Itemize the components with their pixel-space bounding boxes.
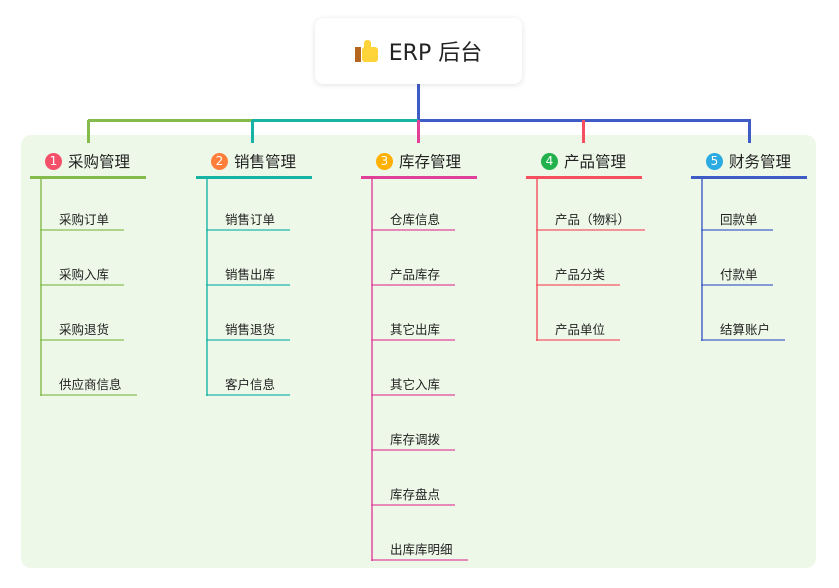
child-underline bbox=[536, 284, 621, 286]
child-underline bbox=[371, 504, 456, 506]
child-trunk-line bbox=[371, 177, 373, 561]
child-item[interactable]: 供应商信息 bbox=[59, 377, 122, 392]
number-badge: 4 bbox=[541, 152, 558, 170]
child-item[interactable]: 客户信息 bbox=[225, 377, 276, 392]
trunk-line bbox=[417, 84, 420, 121]
child-underline bbox=[206, 339, 291, 341]
child-item[interactable]: 库存调拨 bbox=[390, 432, 441, 447]
child-item[interactable]: 销售出库 bbox=[225, 267, 276, 282]
category-3[interactable]: 3 库存管理 bbox=[376, 150, 461, 172]
number-badge: 2 bbox=[211, 152, 228, 170]
category-underline bbox=[30, 176, 146, 179]
child-underline bbox=[371, 284, 456, 286]
child-item[interactable]: 仓库信息 bbox=[390, 212, 441, 227]
child-item[interactable]: 产品库存 bbox=[390, 267, 441, 282]
category-underline bbox=[526, 176, 642, 179]
category-underline bbox=[691, 176, 807, 179]
category-label: 库存管理 bbox=[399, 153, 462, 171]
branch-drop-line bbox=[251, 120, 254, 143]
child-item[interactable]: 采购订单 bbox=[59, 212, 110, 227]
child-underline bbox=[371, 229, 456, 231]
root-node[interactable]: ERP 后台 bbox=[315, 18, 522, 84]
category-1[interactable]: 1 采购管理 bbox=[45, 150, 130, 172]
child-item[interactable]: 销售订单 bbox=[225, 212, 276, 227]
child-item[interactable]: 采购入库 bbox=[59, 267, 110, 282]
category-2[interactable]: 2 销售管理 bbox=[211, 150, 296, 172]
child-item[interactable]: 产品分类 bbox=[555, 267, 606, 282]
category-label: 产品管理 bbox=[564, 153, 627, 171]
child-item[interactable]: 采购退货 bbox=[59, 322, 110, 337]
diagram-background bbox=[21, 135, 816, 568]
child-underline bbox=[206, 229, 291, 231]
child-underline bbox=[701, 339, 786, 341]
branch-drop-line bbox=[87, 120, 90, 143]
child-underline bbox=[371, 559, 468, 561]
category-underline bbox=[361, 176, 477, 179]
child-item[interactable]: 产品单位 bbox=[555, 322, 606, 337]
child-underline bbox=[40, 229, 125, 231]
child-underline bbox=[40, 339, 125, 341]
child-underline bbox=[206, 394, 291, 396]
child-underline bbox=[371, 449, 456, 451]
category-5[interactable]: 5 财务管理 bbox=[706, 150, 791, 172]
child-item[interactable]: 产品（物料） bbox=[555, 212, 631, 227]
thumbs-up-icon bbox=[354, 40, 379, 62]
child-trunk-line bbox=[536, 177, 538, 341]
branch-drop-line bbox=[582, 120, 585, 143]
child-underline bbox=[40, 394, 137, 396]
category-label: 采购管理 bbox=[68, 153, 131, 171]
child-item[interactable]: 其它出库 bbox=[390, 322, 441, 337]
child-underline bbox=[536, 339, 621, 341]
number-badge: 5 bbox=[706, 152, 723, 170]
branch-drop-line bbox=[748, 120, 751, 143]
child-item[interactable]: 库存盘点 bbox=[390, 487, 441, 502]
category-label: 销售管理 bbox=[234, 153, 297, 171]
child-trunk-line bbox=[206, 177, 208, 396]
child-underline bbox=[371, 339, 456, 341]
branch-line bbox=[252, 119, 419, 122]
number-badge: 3 bbox=[376, 152, 393, 170]
child-underline bbox=[371, 394, 456, 396]
child-underline bbox=[40, 284, 125, 286]
child-item[interactable]: 回款单 bbox=[720, 212, 758, 227]
child-item[interactable]: 销售退货 bbox=[225, 322, 276, 337]
child-item[interactable]: 结算账户 bbox=[720, 322, 771, 337]
category-4[interactable]: 4 产品管理 bbox=[541, 150, 626, 172]
child-underline bbox=[701, 229, 773, 231]
child-item[interactable]: 出库库明细 bbox=[390, 542, 453, 557]
child-underline bbox=[701, 284, 773, 286]
child-underline bbox=[536, 229, 646, 231]
root-title: ERP 后台 bbox=[388, 41, 483, 66]
child-item[interactable]: 其它入库 bbox=[390, 377, 441, 392]
child-trunk-line bbox=[701, 177, 703, 341]
branch-line bbox=[88, 119, 253, 122]
child-trunk-line bbox=[40, 177, 42, 396]
number-badge: 1 bbox=[45, 152, 62, 170]
child-underline bbox=[206, 284, 291, 286]
branch-drop-line bbox=[417, 120, 420, 143]
category-underline bbox=[196, 176, 312, 179]
child-item[interactable]: 付款单 bbox=[720, 267, 758, 282]
category-label: 财务管理 bbox=[729, 153, 792, 171]
